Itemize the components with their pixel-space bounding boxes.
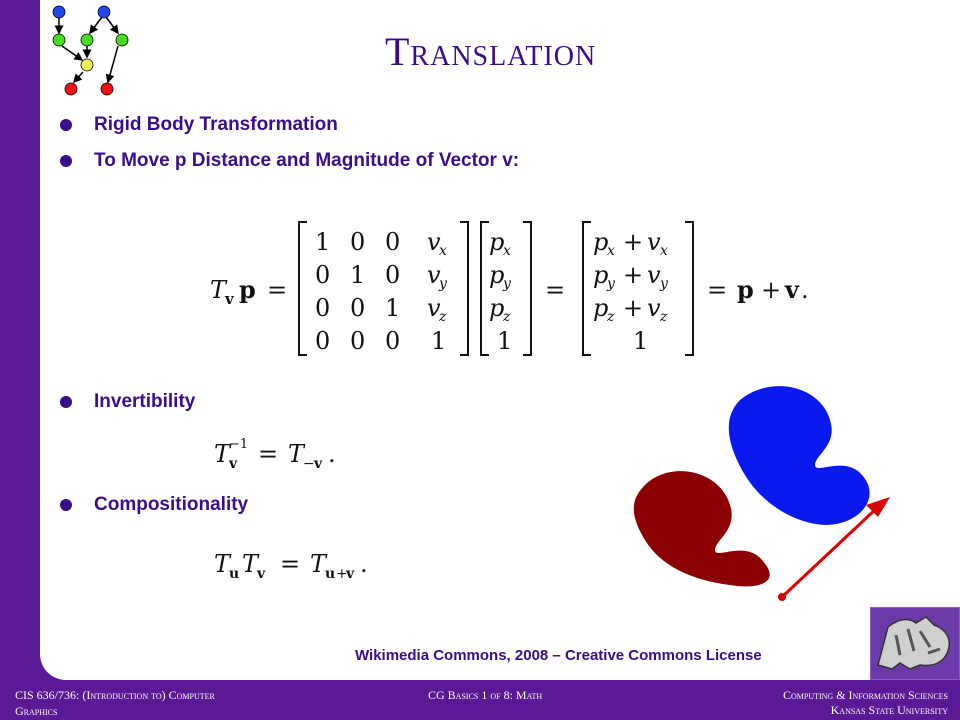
bullet-text: Compositionality <box>94 494 249 515</box>
svg-text:p: p <box>489 228 504 256</box>
original-red-shape <box>633 471 770 587</box>
svg-text:=: = <box>545 276 565 304</box>
svg-text:+: + <box>336 566 348 582</box>
footer-course-line1: CIS 636/736: (Introduction to) Computer <box>15 688 215 702</box>
svg-text:0: 0 <box>350 294 365 322</box>
svg-text:T: T <box>288 440 306 468</box>
bullet-text: Rigid Body Transformation <box>94 114 338 135</box>
svg-text:u: u <box>229 566 239 582</box>
svg-text:y: y <box>502 276 512 292</box>
wildcat-logo-icon <box>870 607 960 680</box>
svg-text:p: p <box>593 294 608 322</box>
svg-text:+: + <box>623 294 643 322</box>
svg-text:1: 1 <box>350 261 365 289</box>
svg-text:p: p <box>489 261 504 289</box>
svg-text:z: z <box>606 309 615 325</box>
svg-text:+: + <box>623 261 643 289</box>
image-credit: Wikimedia Commons, 2008 – Creative Commo… <box>355 647 762 664</box>
svg-text:+: + <box>623 228 643 256</box>
svg-text:p: p <box>239 275 256 304</box>
slide-panel <box>40 0 960 680</box>
svg-text:x: x <box>503 243 511 259</box>
bullet-dot <box>60 499 72 511</box>
svg-text:v: v <box>313 456 323 472</box>
svg-text:v: v <box>427 261 441 289</box>
slide-title: Translation <box>385 29 597 74</box>
translated-blue-shape <box>728 386 870 525</box>
svg-text:1: 1 <box>497 327 512 355</box>
svg-text:0: 0 <box>315 294 330 322</box>
bullet-text: To Move p Distance and Magnitude of Vect… <box>94 150 520 171</box>
bullet-text: Invertibility <box>94 391 196 412</box>
svg-text:z: z <box>659 309 668 325</box>
compositionality-equation: T u T v = T u + v . <box>214 550 368 582</box>
footer-university: Kansas State University <box>830 703 948 717</box>
svg-text:v: v <box>427 228 441 256</box>
svg-text:.: . <box>801 276 809 304</box>
svg-text:.: . <box>328 440 336 468</box>
svg-text:v: v <box>647 294 661 322</box>
svg-text:1: 1 <box>633 327 648 355</box>
footer-course-line2: Graphics <box>15 704 58 718</box>
svg-text:v: v <box>256 566 266 582</box>
footer-lecture-title: CG Basics 1 of 8: Math <box>428 688 543 702</box>
bullet-dot <box>60 155 72 167</box>
svg-text:v: v <box>224 290 235 308</box>
svg-text:0: 0 <box>385 228 400 256</box>
svg-text:T: T <box>214 550 232 578</box>
svg-text:v: v <box>647 261 661 289</box>
svg-text:p: p <box>737 275 754 304</box>
svg-text:=: = <box>707 276 727 304</box>
svg-text:x: x <box>439 243 447 259</box>
svg-text:z: z <box>438 309 447 325</box>
svg-text:T: T <box>310 550 328 578</box>
bullet-dot <box>60 119 72 131</box>
invertibility-equation: T v −1 = T −v . <box>214 437 336 472</box>
svg-text:x: x <box>607 243 615 259</box>
svg-text:0: 0 <box>350 228 365 256</box>
translation-illustration <box>633 386 890 601</box>
svg-text:=: = <box>267 276 287 304</box>
svg-text:p: p <box>593 228 608 256</box>
svg-text:0: 0 <box>350 327 365 355</box>
svg-text:v: v <box>228 456 238 472</box>
svg-text:y: y <box>659 276 669 292</box>
svg-text:T: T <box>210 276 228 304</box>
svg-text:z: z <box>502 309 511 325</box>
svg-text:−1: −1 <box>229 437 248 452</box>
svg-text:=: = <box>258 440 278 468</box>
bullet-dot <box>60 396 72 408</box>
svg-text:u: u <box>325 566 335 582</box>
svg-text:v: v <box>784 275 800 304</box>
svg-text:1: 1 <box>385 294 400 322</box>
svg-text:0: 0 <box>315 261 330 289</box>
svg-text:+: + <box>761 276 781 304</box>
svg-text:v: v <box>647 228 661 256</box>
footer-department: Computing & Information Sciences <box>782 688 948 702</box>
svg-text:0: 0 <box>385 327 400 355</box>
svg-text:y: y <box>438 276 448 292</box>
svg-text:p: p <box>593 261 608 289</box>
svg-text:.: . <box>360 550 368 578</box>
svg-text:0: 0 <box>385 261 400 289</box>
svg-text:0: 0 <box>315 327 330 355</box>
svg-text:p: p <box>489 294 504 322</box>
svg-text:1: 1 <box>315 228 330 256</box>
svg-text:T: T <box>214 440 232 468</box>
svg-text:−: − <box>303 456 315 472</box>
svg-text:=: = <box>280 550 300 578</box>
svg-text:T: T <box>242 550 260 578</box>
svg-text:v: v <box>427 294 441 322</box>
svg-text:x: x <box>660 243 668 259</box>
svg-text:y: y <box>606 276 616 292</box>
translation-vector-arrow <box>778 497 890 601</box>
dag-graph-icon <box>52 5 129 96</box>
svg-text:1: 1 <box>431 327 446 355</box>
svg-text:v: v <box>345 566 355 582</box>
